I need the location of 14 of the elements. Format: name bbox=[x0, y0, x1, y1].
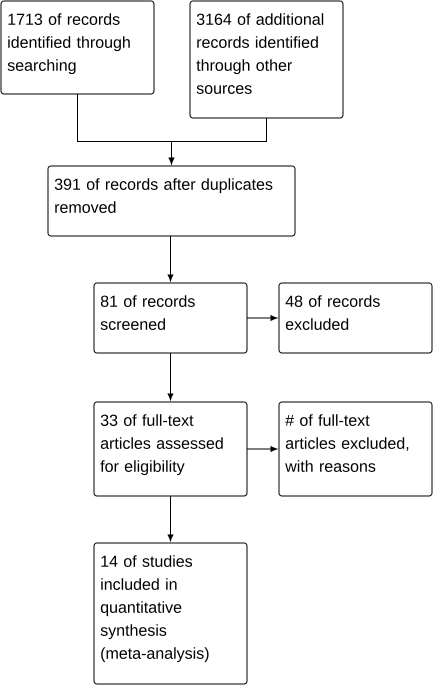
process-box: 48 of records excluded bbox=[278, 282, 432, 354]
process-box: # of full-text articles excluded, with reasons bbox=[278, 402, 432, 496]
arrow bbox=[247, 315, 278, 321]
process-box: 1713 of records identified through searching bbox=[0, 0, 154, 94]
arrow bbox=[168, 118, 267, 164]
process-box: 14 of studies included in quantitative synthesis (meta-analysis) bbox=[94, 542, 248, 684]
arrow bbox=[168, 236, 174, 282]
process-box: 3164 of additional records identified through other sources bbox=[190, 0, 344, 118]
arrow bbox=[168, 353, 174, 400]
arrow bbox=[247, 446, 278, 452]
process-box: 33 of full-text articles assessed for eligibility bbox=[94, 402, 248, 496]
process-box: 81 of records screened bbox=[94, 282, 248, 354]
arrow bbox=[168, 496, 174, 542]
process-box: 391 of records after duplicates removed bbox=[48, 166, 296, 236]
